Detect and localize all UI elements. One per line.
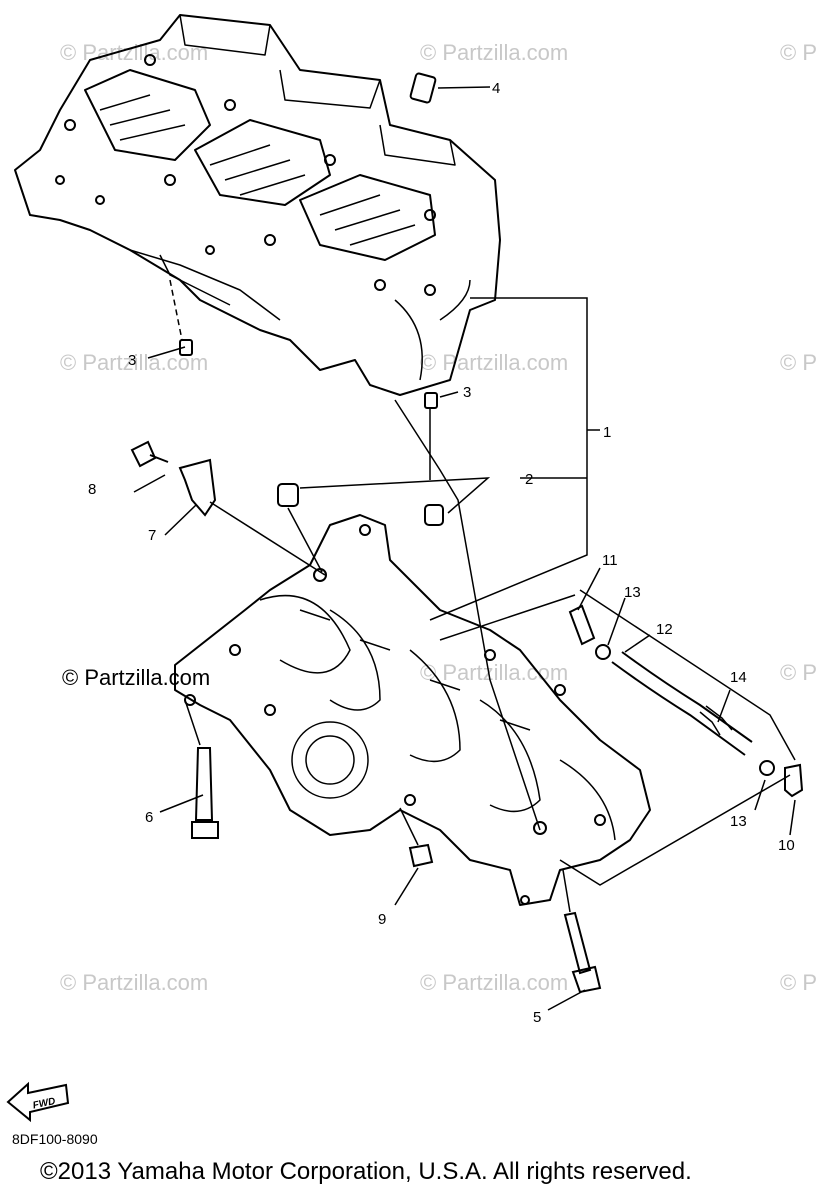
- callout-5: 5: [533, 1009, 541, 1026]
- bolt-part-6: [191, 747, 219, 839]
- callout-2: 2: [525, 471, 533, 488]
- callout-13: 13: [730, 813, 747, 830]
- callout-12: 12: [656, 621, 673, 638]
- diagram-code: 8DF100-8090: [12, 1131, 98, 1147]
- watermark: © Partzilla.com: [420, 40, 568, 65]
- watermark: © Partzilla.com: [780, 350, 817, 375]
- dowel-part-2-left: [277, 483, 299, 507]
- copyright-notice: ©2013 Yamaha Motor Corporation, U.S.A. A…: [40, 1158, 692, 1185]
- callout-9: 9: [378, 911, 386, 928]
- bracket-part-7: [178, 458, 217, 517]
- elbow-part-10: [784, 763, 804, 798]
- plug-part-4: [409, 72, 437, 104]
- small-parts: [130, 72, 804, 994]
- callouts: 1 2 3 3 4 5 6 7 8 9 10 11 12 13 13 14: [88, 80, 795, 1026]
- bolt-part-8: [130, 440, 169, 468]
- leader-lines: [133, 86, 796, 1011]
- watermark: © Partzilla.com: [60, 40, 208, 65]
- callout-10: 10: [778, 837, 795, 854]
- dowel-part-2-right: [424, 504, 444, 526]
- callout-11: 11: [602, 552, 618, 569]
- callout-7: 7: [148, 527, 156, 544]
- watermark: © Partzilla.com: [780, 660, 817, 685]
- callout-3: 3: [128, 352, 136, 369]
- dowel-part-3-left: [179, 339, 193, 356]
- callout-1: 1: [603, 424, 611, 441]
- callout-8: 8: [88, 481, 96, 498]
- watermark: © Partzilla.com: [780, 40, 817, 65]
- callout-3: 3: [463, 384, 471, 401]
- dowel-part-3-right: [424, 392, 438, 409]
- callout-6: 6: [145, 809, 153, 826]
- watermark: © Partzilla.com: [420, 350, 568, 375]
- clamp-part-13-top: [595, 644, 611, 660]
- watermark: © Partzilla.com: [60, 970, 208, 995]
- watermark: © Partzilla.com: [420, 970, 568, 995]
- clamp-part-13-bottom: [759, 760, 775, 776]
- watermark: © Partzilla.com: [780, 970, 817, 995]
- lower-crankcase: [174, 514, 651, 906]
- callout-14: 14: [730, 669, 747, 686]
- callout-13: 13: [624, 584, 641, 601]
- callout-4: 4: [492, 80, 500, 97]
- hose-part-12-14: [611, 651, 753, 756]
- upper-crankcase: [14, 14, 501, 396]
- fitting-part-9: [408, 843, 434, 868]
- bolt-part-5: [563, 911, 602, 994]
- fwd-label: FWD: [32, 1096, 57, 1111]
- nipple-part-11: [568, 604, 596, 646]
- fwd-arrow-icon: FWD: [6, 1081, 70, 1123]
- watermark-prominent: © Partzilla.com: [62, 665, 210, 690]
